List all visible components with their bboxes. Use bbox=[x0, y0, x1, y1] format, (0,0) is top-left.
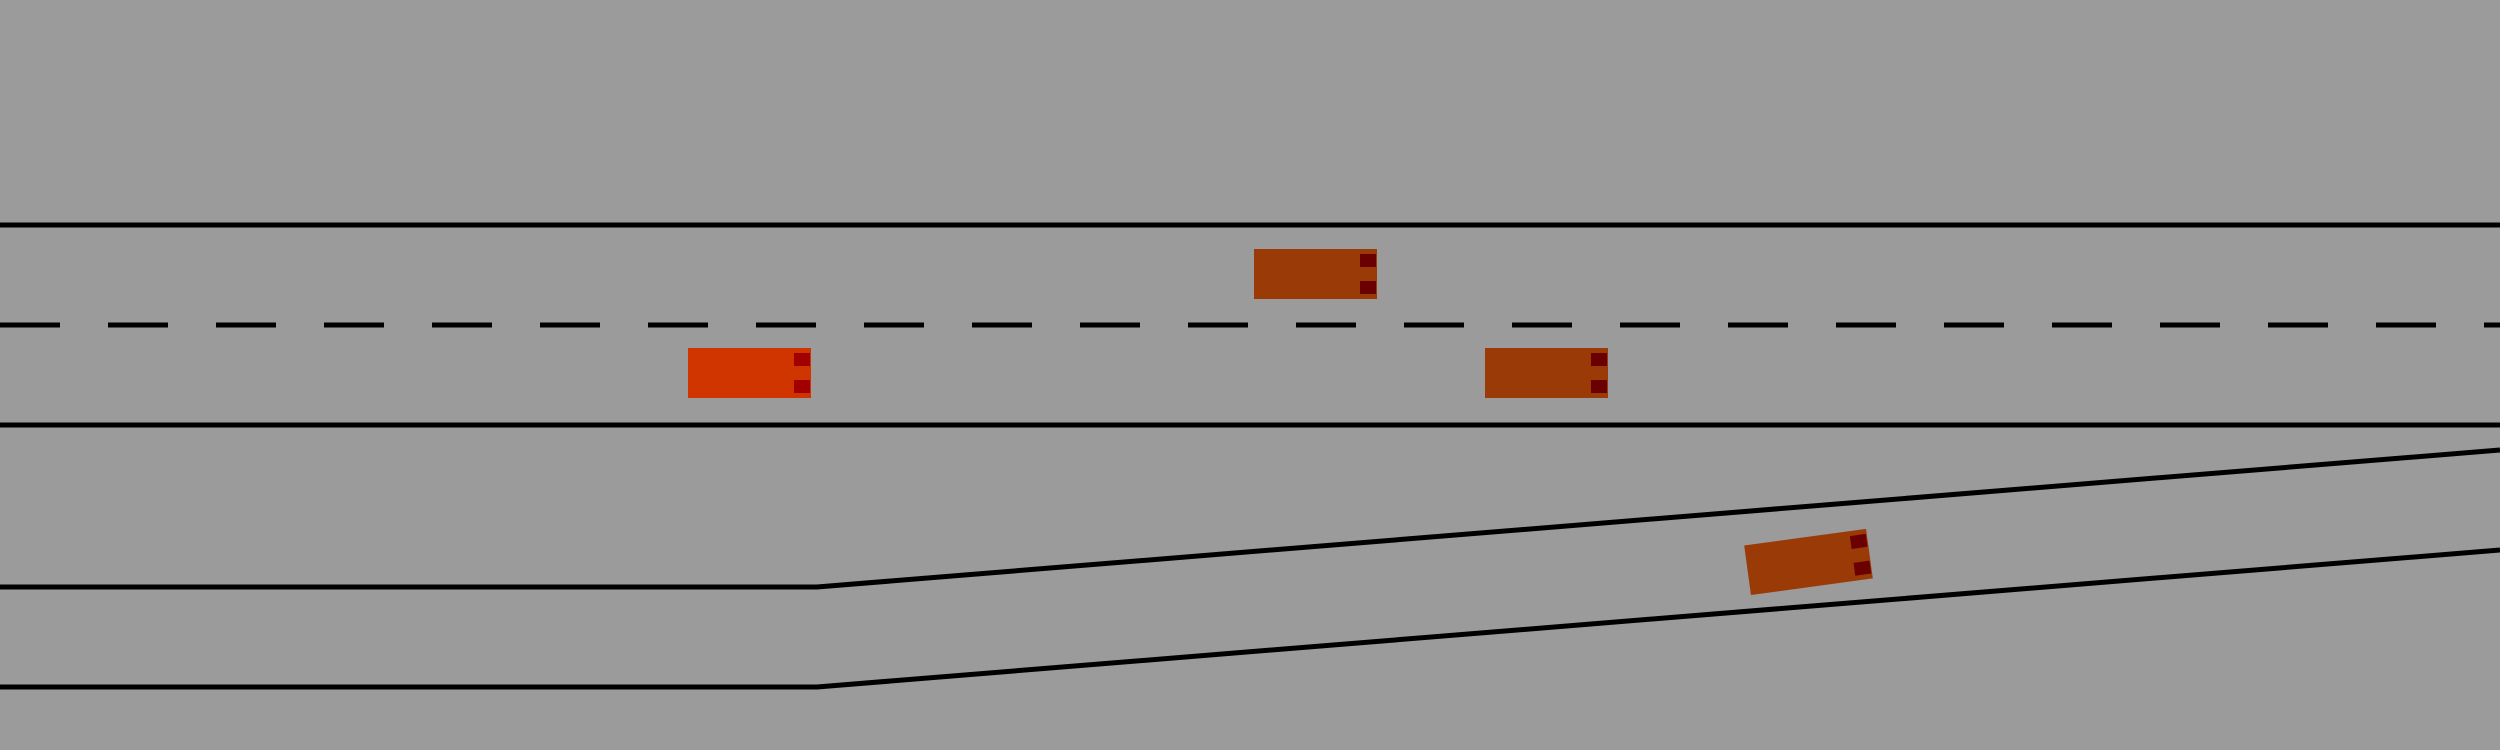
other-vehicle-body bbox=[1485, 348, 1608, 398]
highway-markings bbox=[0, 222, 2500, 428]
ego-vehicle-body bbox=[688, 348, 811, 398]
other-vehicle-headlight-right bbox=[1591, 380, 1607, 393]
ego-vehicle-headlight-left bbox=[794, 353, 810, 366]
other-vehicle bbox=[1744, 528, 1873, 596]
other-vehicle bbox=[1254, 249, 1377, 299]
ramp-bottom-edge bbox=[0, 547, 2500, 690]
other-vehicle-headlight-left bbox=[1591, 353, 1607, 366]
other-vehicle-headlight-left bbox=[1360, 254, 1376, 267]
vehicles bbox=[688, 249, 1873, 596]
ego-vehicle bbox=[688, 348, 811, 398]
ramp-top-edge bbox=[0, 447, 2500, 590]
other-vehicle bbox=[1485, 348, 1608, 398]
other-vehicle-headlight-right bbox=[1360, 281, 1376, 294]
ego-vehicle-headlight-right bbox=[794, 380, 810, 393]
other-vehicle-body bbox=[1254, 249, 1377, 299]
other-vehicle-headlight-left bbox=[1849, 533, 1868, 549]
other-vehicle-body bbox=[1744, 528, 1873, 596]
other-vehicle-headlight-right bbox=[1853, 560, 1872, 576]
ramp-markings bbox=[0, 447, 2500, 690]
